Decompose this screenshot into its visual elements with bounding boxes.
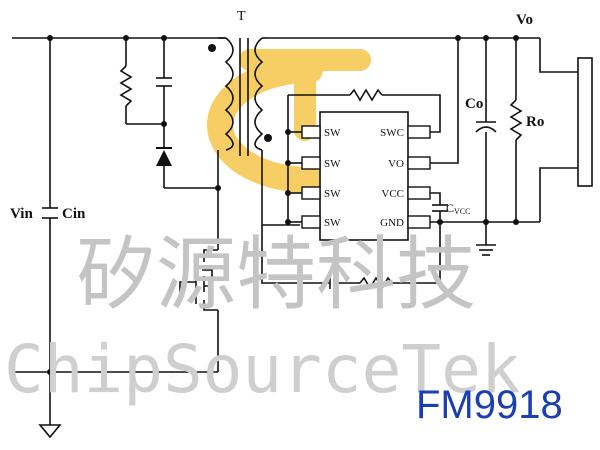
dot-primary [208,44,216,52]
ic-fm9918: SW SW SW SW SWC VO VCC GND [301,111,431,241]
ic-pin-right-3: VCC [381,188,404,200]
ic-pin-left-4: SW [324,217,341,229]
label-co: Co [465,96,483,112]
schematic-wires [12,37,578,439]
watermark-cn: 矽源特科技 [76,228,476,321]
transformer [224,37,264,156]
label-ro: Ro [526,114,544,130]
led-load-box [577,57,593,187]
dot-secondary [264,134,272,142]
model-number: FM9918 [416,383,563,427]
ic-pin-left-2: SW [324,158,341,170]
watermark-en: ChipSourceTek [4,331,521,408]
label-cvcc: CVCC [446,201,470,216]
label-cin: Cin [62,206,86,222]
label-vin: Vin [10,206,33,222]
ic-pin-left-1: SW [324,127,341,139]
label-vout: Vo [516,12,533,28]
ic-pin-right-1: SWC [380,127,404,139]
ic-pin-right-4: GND [380,217,404,229]
diode [156,147,172,166]
label-transformer: T [237,9,246,24]
ic-pin-right-2: VO [388,158,404,170]
junctions [47,35,519,375]
ic-pin-left-3: SW [324,188,341,200]
